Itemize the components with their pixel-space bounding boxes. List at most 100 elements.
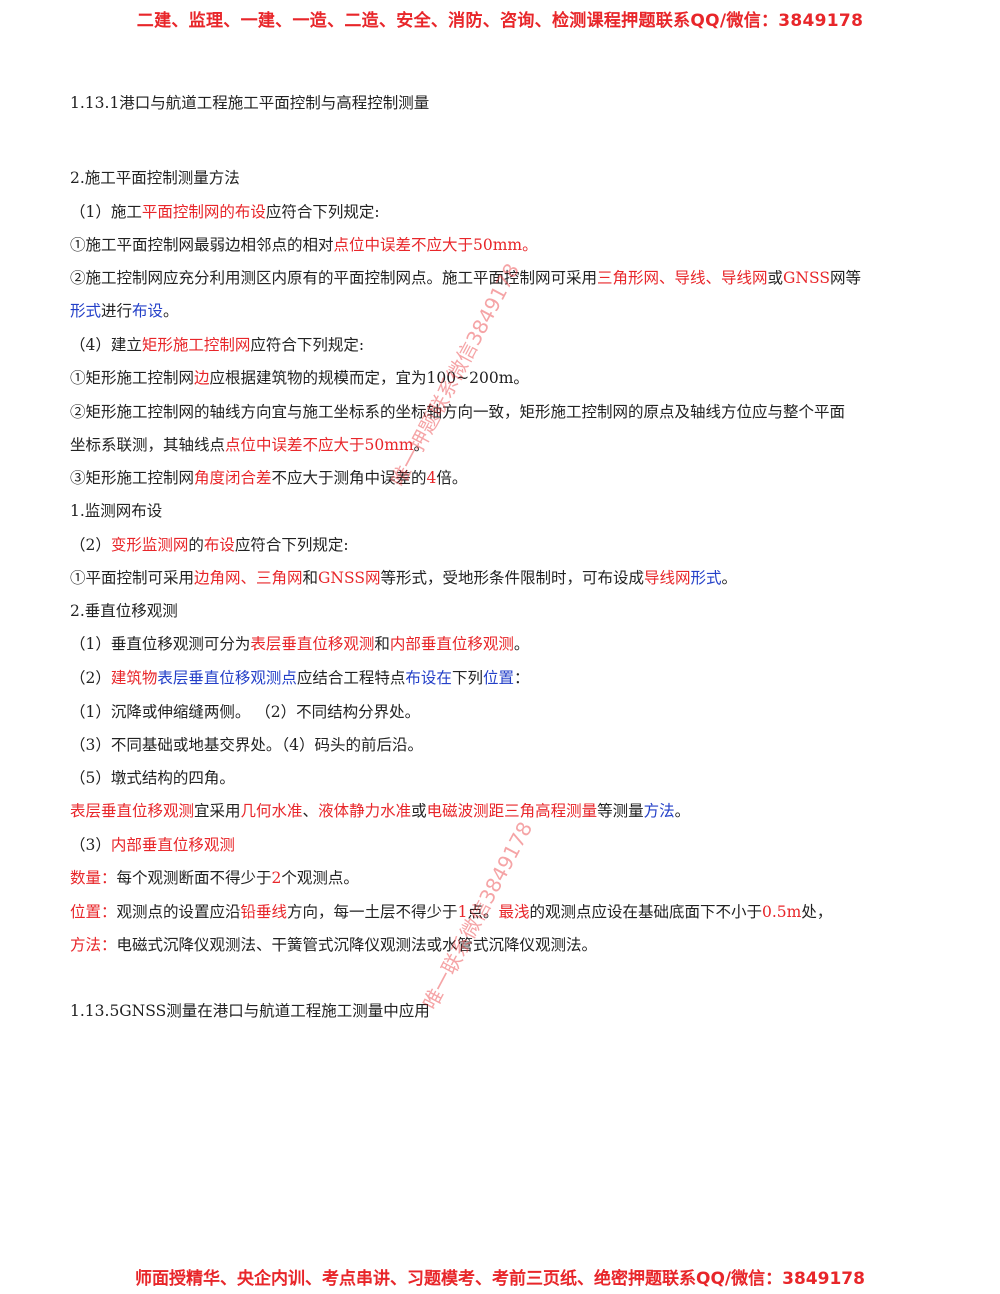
text-segment: 下列 — [451, 669, 483, 687]
highlight-blue: 布设在 — [405, 669, 452, 687]
highlight-red: 导线网 — [643, 569, 691, 587]
text-segment: 坐标系联测，其轴线点 — [70, 436, 226, 454]
text-segment: 个观测点。 — [281, 869, 359, 887]
highlight-blue: 布设 — [132, 302, 164, 320]
text-line: ①平面控制可采用边角网、三角网和GNSS网等形式，受地形条件限制时，可布设成导线… — [70, 568, 940, 588]
text-line: 数量：每个观测断面不得少于2个观测点。 — [70, 868, 940, 888]
text-segment: 进行 — [101, 302, 133, 320]
highlight-red: 三角形网、导线、导线网 — [597, 269, 768, 287]
text-segment: 方向，每一土层不得少于 — [287, 903, 458, 921]
text-segment: ①平面控制可采用 — [70, 569, 195, 587]
text-line: ②矩形施工控制网的轴线方向宜与施工坐标系的坐标轴方向一致，矩形施工控制网的原点及… — [70, 402, 940, 422]
text-segment: 每个观测断面不得少于 — [116, 869, 272, 887]
text-segment: 应符合下列规定: — [265, 203, 380, 221]
section-heading: 1.13.1港口与航道工程施工平面控制与高程控制测量 — [70, 93, 940, 113]
text-segment: 网等 — [829, 269, 861, 287]
highlight-red: 方法： — [70, 936, 117, 954]
text-segment: 1.监测网布设 — [70, 502, 163, 520]
text-segment: （3）不同基础或地基交界处。（4）码头的前后沿。 — [70, 736, 423, 754]
text-segment: 倍。 — [436, 469, 468, 487]
section-heading: 1.13.5GNSS测量在港口与航道工程施工测量中应用 — [70, 1001, 940, 1021]
highlight-red: 表层垂直位移观测 — [250, 635, 375, 653]
highlight-red: 内部垂直位移观测 — [389, 635, 514, 653]
text-line: ①施工平面控制网最弱边相邻点的相对点位中误差不应大于50mm。 — [70, 235, 940, 255]
text-line: （1）沉降或伸缩缝两侧。 （2）不同结构分界处。 — [70, 702, 940, 722]
highlight-red: 1 — [457, 903, 468, 921]
text-segment: 的观测点应设在基础底面下不小于 — [529, 903, 762, 921]
text-segment: 等形式，受地形条件限制时，可布设成 — [380, 569, 644, 587]
highlight-blue: 方法 — [643, 802, 675, 820]
text-segment: 、 — [302, 802, 319, 820]
text-segment: 观测点的设置应沿 — [116, 903, 241, 921]
text-line: （1）施工平面控制网的布设应符合下列规定: — [70, 202, 940, 222]
text-segment: 电磁式沉降仪观测法、干簧管式沉降仪观测法或水管式沉降仪观测法。 — [116, 936, 598, 954]
text-segment: 的 — [188, 536, 204, 554]
text-segment: 。 — [721, 569, 738, 587]
text-segment: （2） — [70, 669, 111, 687]
text-segment: 2.垂直位移观测 — [70, 602, 178, 620]
highlight-red: 位置： — [70, 903, 117, 921]
text-segment: （1）施工 — [70, 203, 142, 221]
text-segment: （4）建立 — [70, 336, 142, 354]
highlight-red: 边 — [194, 369, 210, 387]
text-segment: 或 — [411, 802, 427, 820]
highlight-red: 液体静力水准 — [318, 802, 412, 820]
highlight-red: 点位中误差不应大于50mm — [225, 436, 414, 454]
text-segment: 应结合工程特点 — [296, 669, 406, 687]
text-line: 方法：电磁式沉降仪观测法、干簧管式沉降仪观测法或水管式沉降仪观测法。 — [70, 935, 940, 955]
highlight-red: GNSS — [783, 269, 830, 287]
text-line: （2）建筑物表层垂直位移观测点应结合工程特点布设在下列位置： — [70, 668, 940, 688]
highlight-red: 建筑物 — [110, 669, 158, 687]
text-segment: 和 — [374, 635, 390, 653]
text-line: （3）内部垂直位移观测 — [70, 835, 940, 855]
text-segment: 应根据建筑物的规模而定，宜为100~200m。 — [209, 369, 529, 387]
highlight-red: 内部垂直位移观测 — [110, 836, 235, 854]
text-segment: 应符合下列规定: — [234, 536, 349, 554]
text-segment: 点。 — [467, 903, 499, 921]
text-segment: ②施工控制网应充分利用测区内原有的平面控制网点。施工平面控制网可采用 — [70, 269, 598, 287]
text-line: （1）垂直位移观测可分为表层垂直位移观测和内部垂直位移观测。 — [70, 634, 940, 654]
text-segment: ①矩形施工控制网 — [70, 369, 195, 387]
highlight-red: 电磁波测距三角高程测量 — [426, 802, 598, 820]
highlight-red: 矩形施工控制网 — [141, 336, 251, 354]
text-line: （4）建立矩形施工控制网应符合下列规定: — [70, 335, 940, 355]
text-segment: （2） — [70, 536, 111, 554]
text-segment: ③矩形施工控制网 — [70, 469, 195, 487]
text-segment: 。 — [674, 802, 691, 820]
text-segment: 。 — [413, 436, 430, 454]
text-segment: （5）墩式结构的四角。 — [70, 769, 235, 787]
text-line: 形式进行布设。 — [70, 301, 940, 321]
text-line: ③矩形施工控制网角度闭合差不应大于测角中误差的4倍。 — [70, 468, 940, 488]
highlight-red: 铅垂线 — [240, 903, 288, 921]
subsection-heading: 2.施工平面控制测量方法 — [70, 168, 940, 188]
highlight-red: 几何水准 — [240, 802, 303, 820]
highlight-red: 4 — [426, 469, 437, 487]
text-line: （5）墩式结构的四角。 — [70, 768, 940, 788]
text-segment: 。 — [163, 302, 179, 320]
text-segment: 1.13.5GNSS测量在港口与航道工程施工测量中应用 — [70, 1002, 430, 1020]
text-segment: 宜采用 — [194, 802, 241, 820]
highlight-red: 角度闭合差 — [194, 469, 272, 487]
text-line: （2）变形监测网的布设应符合下列规定: — [70, 535, 940, 555]
subsection-heading: 1.监测网布设 — [70, 501, 940, 521]
text-segment: ②矩形施工控制网的轴线方向宜与施工坐标系的坐标轴方向一致，矩形施工控制网的原点及… — [70, 403, 846, 421]
text-segment: 2.施工平面控制测量方法 — [70, 169, 240, 187]
text-segment: ①施工平面控制网最弱边相邻点的相对 — [70, 236, 334, 254]
text-segment: 不应大于测角中误差的 — [271, 469, 427, 487]
highlight-red: GNSS网 — [318, 569, 381, 587]
text-segment: （1）沉降或伸缩缝两侧。 （2）不同结构分界处。 — [70, 703, 421, 721]
text-line: 坐标系联测，其轴线点点位中误差不应大于50mm。 — [70, 435, 940, 455]
highlight-red: 平面控制网的布设 — [141, 203, 266, 221]
highlight-blue: 形式 — [70, 302, 102, 320]
highlight-red: 变形监测网 — [110, 536, 189, 554]
highlight-red: 2 — [271, 869, 282, 887]
highlight-red: 点位中误差不应大于50mm。 — [333, 236, 538, 254]
text-line: ①矩形施工控制网边应根据建筑物的规模而定，宜为100~200m。 — [70, 368, 940, 388]
text-segment: 等测量 — [597, 802, 644, 820]
footer-banner: 师面授精华、央企内训、考点串讲、习题模考、考前三页纸、绝密押题联系QQ/微信：3… — [135, 1269, 865, 1289]
highlight-red: 布设 — [203, 536, 235, 554]
text-segment: 。 — [513, 635, 530, 653]
highlight-red: 最浅 — [498, 903, 530, 921]
header-banner: 二建、监理、一建、一造、二造、安全、消防、咨询、检测课程押题联系QQ/微信：38… — [136, 11, 864, 31]
text-segment: 1.13.1港口与航道工程施工平面控制与高程控制测量 — [70, 94, 430, 112]
